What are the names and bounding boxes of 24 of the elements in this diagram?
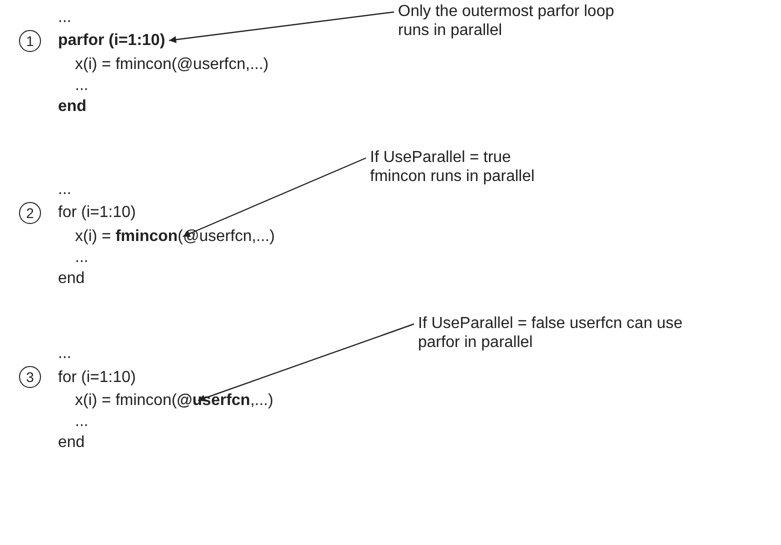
leader-arrow bbox=[198, 323, 414, 402]
code-line: x(i) = fmincon(@userfcn,...) bbox=[75, 391, 274, 410]
leader-arrow bbox=[169, 11, 394, 44]
annotation-text: Only the outermost parfor loop runs in parallel bbox=[398, 2, 638, 40]
step-number: 2 bbox=[19, 202, 41, 224]
code-line: ... bbox=[58, 344, 72, 363]
leader-arrow bbox=[182, 157, 366, 238]
code-line: end bbox=[58, 433, 85, 452]
step-number: 1 bbox=[19, 30, 41, 52]
code-line: end bbox=[58, 269, 85, 288]
code-line: ... bbox=[75, 248, 88, 267]
code-line: for (i=1:10) bbox=[58, 203, 136, 222]
annotation-text: If UseParallel = true fmincon runs in parallel bbox=[370, 148, 570, 186]
code-line: ... bbox=[58, 8, 72, 27]
code-line: ... bbox=[75, 412, 88, 431]
code-line: x(i) = fmincon(@userfcn,...) bbox=[75, 55, 269, 74]
code-line: ... bbox=[58, 180, 72, 199]
code-line: ... bbox=[75, 76, 88, 95]
annotation-text: If UseParallel = false userfcn can use parfor in parallel bbox=[418, 314, 718, 352]
code-line: parfor (i=1:10) bbox=[58, 31, 166, 50]
step-number: 3 bbox=[19, 366, 41, 388]
code-line: for (i=1:10) bbox=[58, 368, 136, 387]
code-line: x(i) = fmincon(@userfcn,...) bbox=[75, 227, 275, 246]
code-line: end bbox=[58, 97, 86, 116]
